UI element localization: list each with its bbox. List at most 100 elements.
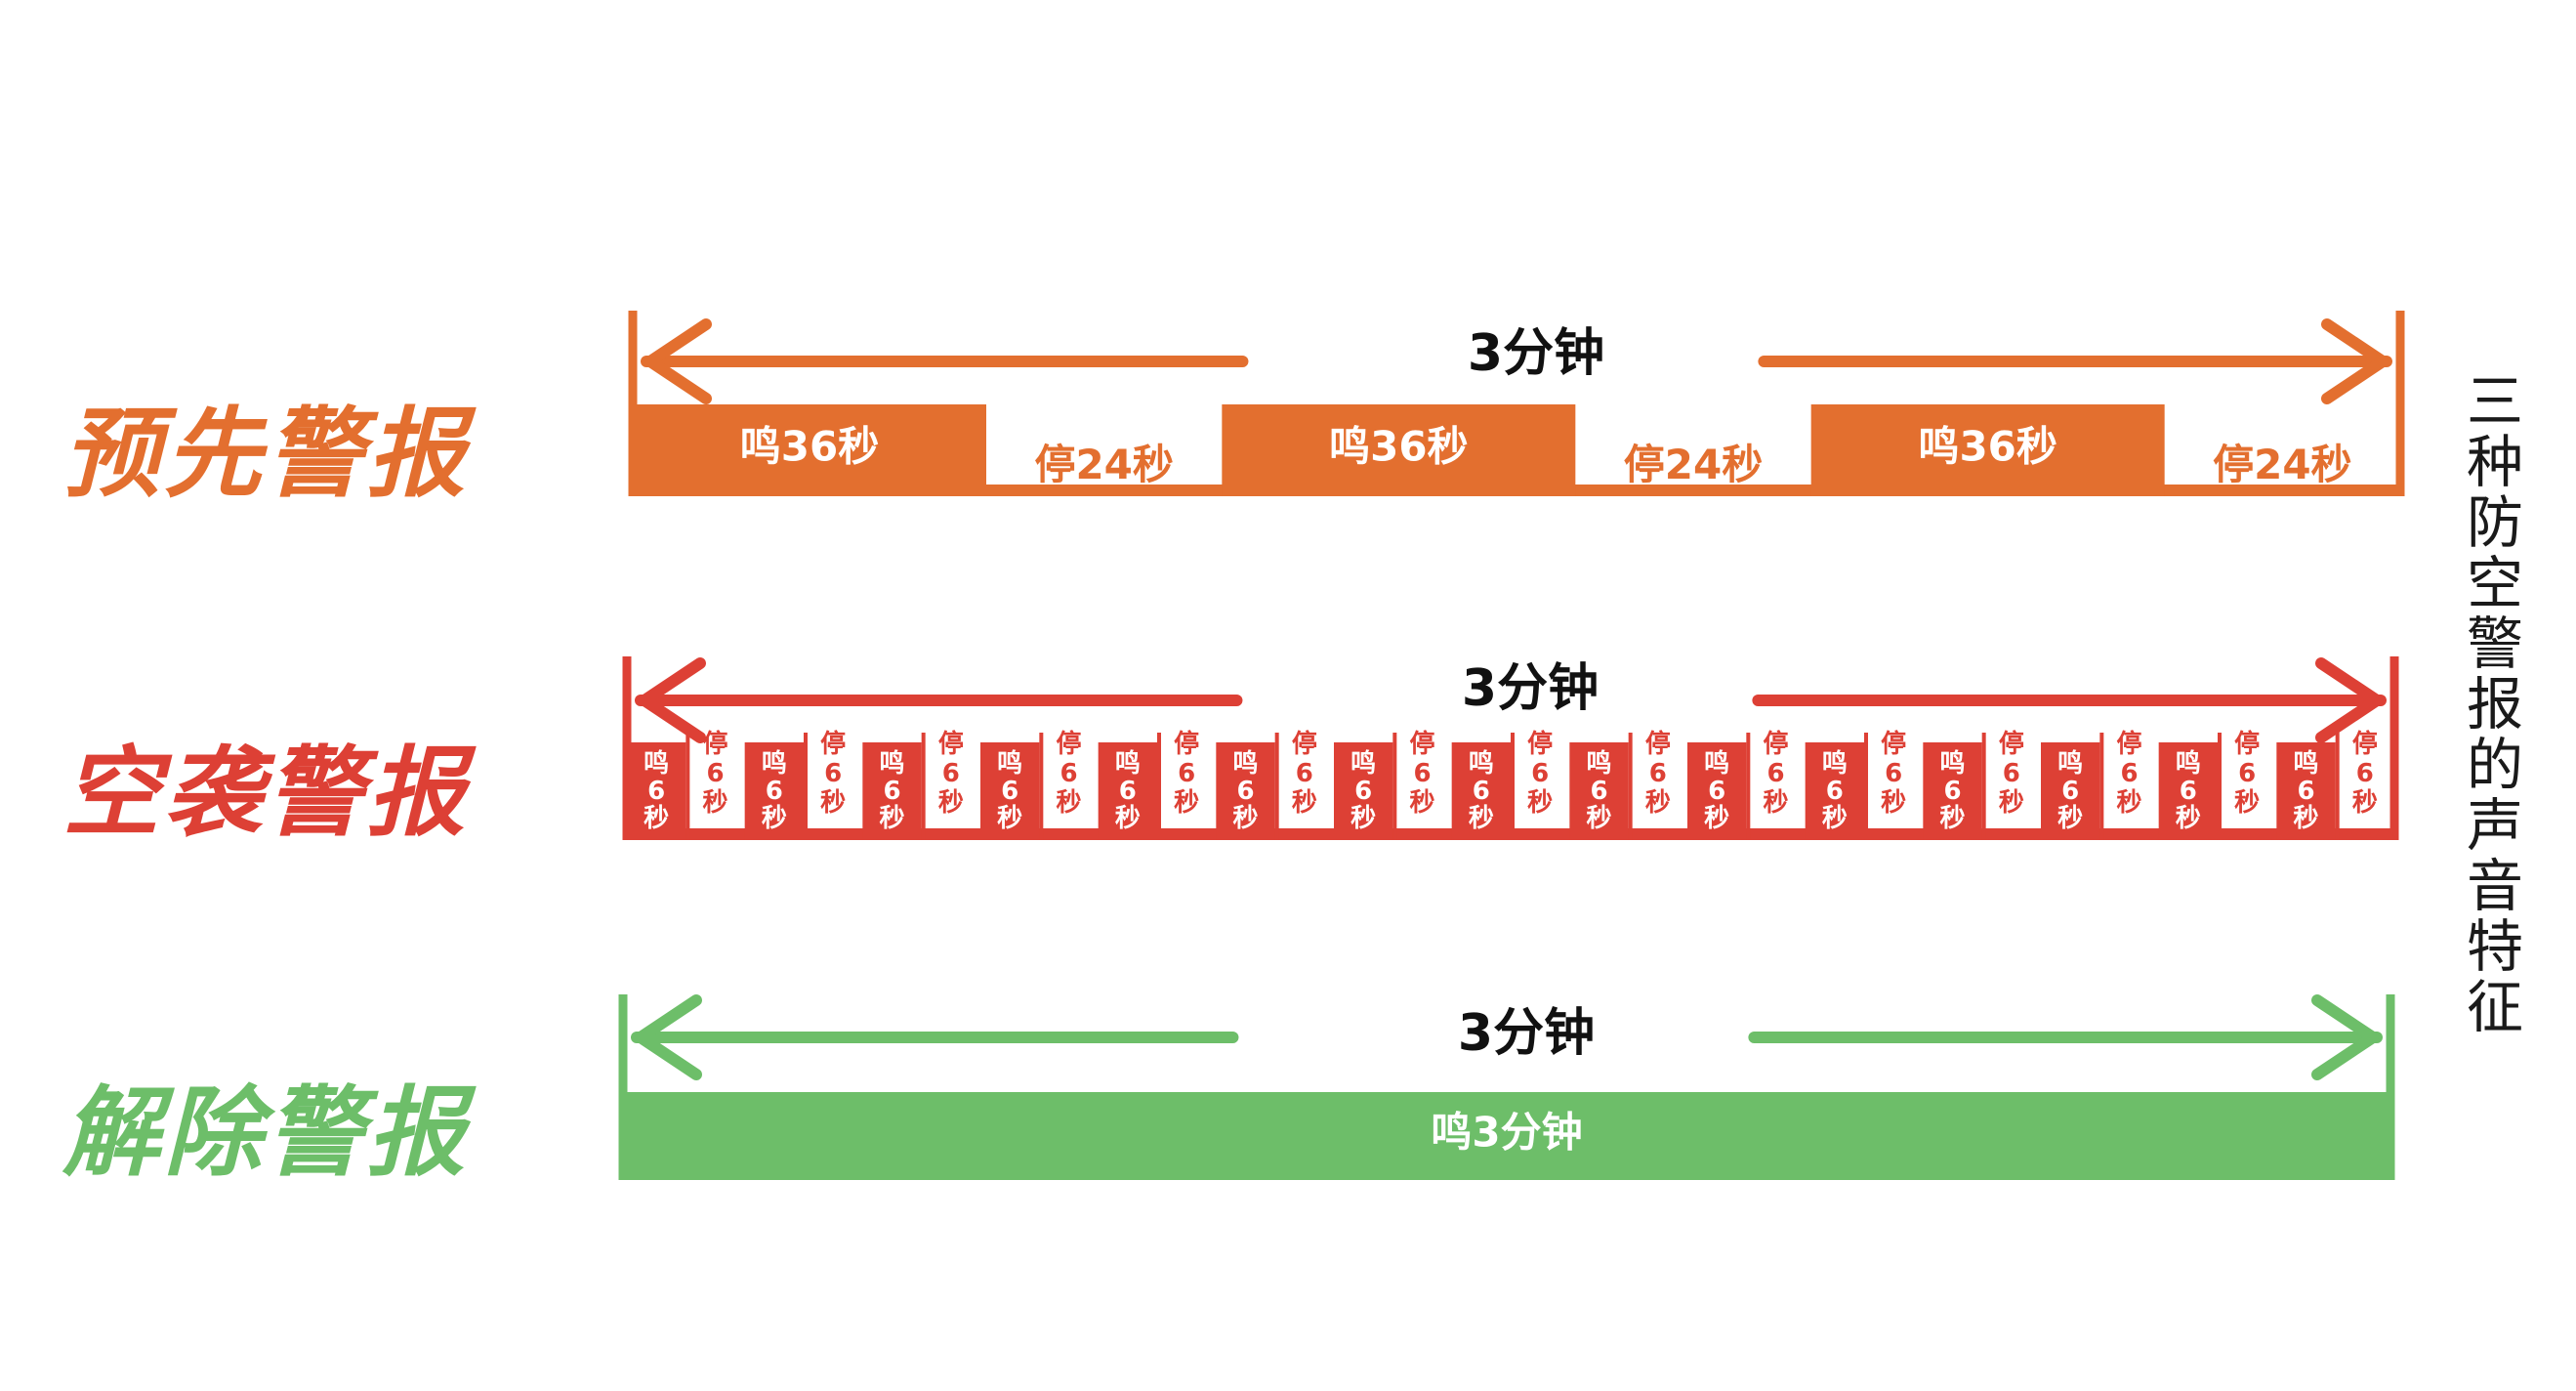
segment-label-char: 鸣 (1350, 748, 1376, 779)
segment-on-preliminary (633, 404, 986, 496)
segment-label-char: 秒 (1822, 804, 1848, 833)
segment-off-edge (804, 733, 808, 840)
segment-label-char: 停 (1174, 729, 1199, 759)
segment-label-char: 6 (1531, 759, 1549, 788)
segment-off-air_raid (1274, 828, 1334, 840)
segment-label-char: 6 (2120, 759, 2138, 788)
segment-label-char: 秒 (1056, 788, 1081, 818)
segment-off-air_raid (1864, 828, 1924, 840)
segment-label-char: 鸣 (1232, 748, 1258, 779)
segment-off-edge (1981, 733, 1986, 840)
segment-label-char: 6 (1236, 777, 1254, 806)
segment-label-char: 鸣 (997, 748, 1022, 779)
segment-label-char: 6 (1590, 777, 1607, 806)
segment-label-preliminary: 停24秒 (2213, 441, 2351, 488)
segment-label-char: 6 (2180, 777, 2197, 806)
segment-label-char: 秒 (1350, 804, 1376, 833)
duration-label-preliminary: 3分钟 (1468, 324, 1604, 383)
arrowhead-left (639, 657, 706, 743)
segment-off-air_raid (921, 828, 980, 840)
segment-label-char: 6 (2356, 759, 2374, 788)
segment-label-char: 鸣 (644, 748, 669, 779)
segment-label-char: 6 (1296, 759, 1313, 788)
segment-off-air_raid (1392, 828, 1452, 840)
segment-label-char: 停 (2234, 729, 2260, 759)
segment-label-char: 6 (1649, 759, 1667, 788)
segment-label-char: 鸣 (2057, 748, 2083, 779)
segment-off-edge (1274, 733, 1279, 840)
segment-label-char: 停 (938, 729, 964, 759)
segment-on-air_raid (2276, 742, 2336, 840)
arrowhead-left (635, 994, 702, 1080)
segment-off-preliminary (986, 485, 1223, 496)
segment-label-char: 秒 (1586, 804, 1611, 833)
segment-label-char: 6 (1413, 759, 1431, 788)
segment-label-char: 6 (1059, 759, 1077, 788)
segment-off-air_raid (1511, 828, 1570, 840)
segment-label-char: 停 (1645, 729, 1671, 759)
segment-label-char: 秒 (1174, 788, 1199, 818)
segment-label-char: 6 (2297, 777, 2314, 806)
segment-label-char: 秒 (702, 788, 727, 818)
arrowhead-right (2321, 318, 2389, 404)
segment-label-preliminary: 停24秒 (1624, 441, 1763, 488)
segment-off-edge (1746, 733, 1751, 840)
segment-on-air_raid (2041, 742, 2100, 840)
duration-label-air_raid: 3分钟 (1462, 659, 1599, 718)
segment-label-char: 鸣 (1469, 748, 1494, 779)
segment-label-char: 秒 (1939, 804, 1965, 833)
segment-on-preliminary (1222, 404, 1576, 496)
segment-off-edge (1628, 733, 1633, 840)
segment-label-char: 鸣 (879, 748, 904, 779)
segment-label-char: 秒 (1409, 788, 1434, 818)
label-preliminary-warning: 预先警报 (62, 397, 469, 511)
segment-off-edge (1511, 733, 1515, 840)
segment-label-char: 6 (1354, 777, 1372, 806)
segment-label-char: 秒 (2293, 804, 2318, 833)
segment-label-char: 6 (1119, 777, 1137, 806)
segment-on-air_raid (1687, 742, 1747, 840)
vertical-title: 三种防空警报的声音特征 (2466, 368, 2523, 1040)
segment-label-char: 6 (1178, 759, 1195, 788)
segment-off-preliminary (2164, 485, 2400, 496)
segment-label-char: 6 (942, 759, 960, 788)
segment-off-air_raid (2099, 828, 2159, 840)
segment-off-edge (2099, 733, 2104, 840)
segment-label-char: 停 (1409, 729, 1434, 759)
segment-label-char: 秒 (1232, 804, 1258, 833)
segment-off-air_raid (1628, 828, 1687, 840)
segment-label-char: 秒 (2176, 804, 2201, 833)
segment-label-all_clear: 鸣3分钟 (1431, 1109, 1582, 1157)
duration-arrow-preliminary (628, 311, 2405, 496)
segment-off-edge (1864, 733, 1868, 840)
segment-label-char: 秒 (1527, 788, 1553, 818)
segment-label-char: 秒 (1763, 788, 1788, 818)
segment-off-air_raid (1981, 828, 2041, 840)
segment-label-char: 6 (706, 759, 724, 788)
segment-label-char: 秒 (820, 788, 846, 818)
segment-on-air_raid (980, 742, 1040, 840)
segment-off-air_raid (2218, 828, 2277, 840)
segment-on-air_raid (1334, 742, 1393, 840)
duration-label-all_clear: 3分钟 (1458, 1004, 1595, 1063)
segment-label-char: 秒 (762, 804, 787, 833)
arrowhead-right (2311, 994, 2379, 1080)
segment-label-char: 停 (1292, 729, 1317, 759)
segment-label-char: 6 (883, 777, 900, 806)
segment-label-char: 6 (766, 777, 783, 806)
segment-off-edge (1392, 733, 1397, 840)
segment-label-char: 6 (1473, 777, 1490, 806)
segment-label-char: 6 (1708, 777, 1725, 806)
segment-label-char: 秒 (2234, 788, 2260, 818)
label-all-clear-warning: 解除警报 (62, 1075, 469, 1190)
segment-on-all_clear (623, 1092, 2390, 1180)
segment-label-char: 秒 (644, 804, 669, 833)
segment-on-air_raid (1451, 742, 1511, 840)
segment-off-air_raid (1746, 828, 1806, 840)
segment-label-preliminary: 停24秒 (1034, 441, 1173, 488)
segment-on-air_raid (2158, 742, 2218, 840)
segment-off-air_raid (1157, 828, 1217, 840)
segment-label-char: 鸣 (2176, 748, 2201, 779)
segment-label-char: 6 (1001, 777, 1018, 806)
